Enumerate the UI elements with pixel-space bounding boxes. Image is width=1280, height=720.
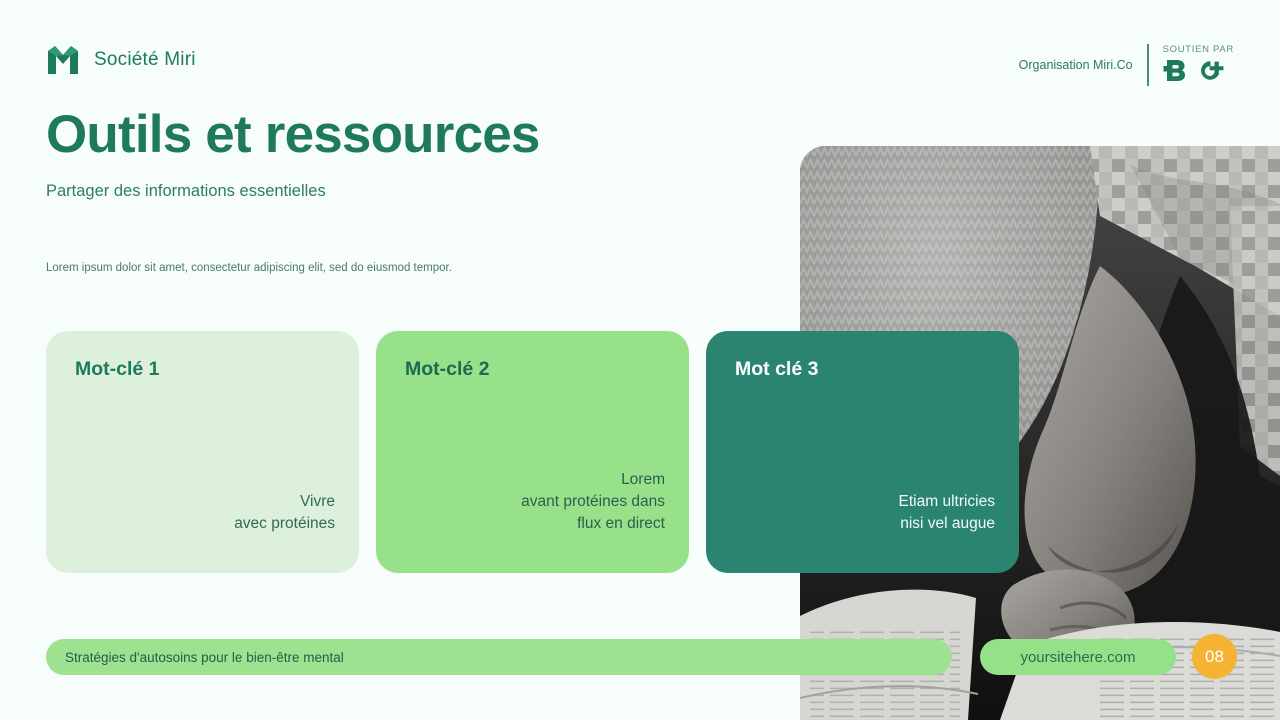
brand: Société Miri: [46, 44, 196, 76]
b-mark-logo: [1163, 60, 1185, 81]
c-plus-mark-logo: [1200, 61, 1223, 80]
card-title: Mot-clé 1: [75, 358, 160, 380]
page-number-badge: 08: [1192, 634, 1237, 679]
website-pill[interactable]: yoursitehere.com: [980, 639, 1176, 675]
card-title: Mot clé 3: [735, 358, 819, 380]
keyword-cards: Mot-clé 1 Vivre avec protéines Mot-clé 2…: [46, 331, 1019, 573]
footer-caption-pill: Stratégies d'autosoins pour le bien-être…: [46, 639, 952, 675]
page-title: Outils et ressources: [46, 105, 540, 164]
website-url: yoursitehere.com: [1020, 648, 1136, 666]
card-body: Etiam ultricies nisi vel augue: [898, 493, 995, 532]
card-title: Mot-clé 2: [405, 358, 490, 380]
page-subtitle: Partager des informations essentielles: [46, 182, 326, 200]
page-number: 08: [1205, 646, 1224, 666]
brand-name: Société Miri: [94, 49, 196, 70]
card-keyword-1[interactable]: Mot-clé 1 Vivre avec protéines: [46, 331, 359, 573]
organization-name: Organisation Miri.Co: [1018, 58, 1133, 72]
body-copy: Lorem ipsum dolor sit amet, consectetur …: [46, 262, 452, 274]
footer-caption: Stratégies d'autosoins pour le bien-être…: [65, 649, 344, 665]
card-keyword-3[interactable]: Mot clé 3 Etiam ultricies nisi vel augue: [706, 331, 1019, 573]
card-body: Vivre avec protéines: [234, 493, 335, 532]
card-keyword-2[interactable]: Mot-clé 2 Lorem avant protéines dans flu…: [376, 331, 689, 573]
supporter-label: SOUTIEN PAR: [1162, 44, 1234, 55]
supporter-group: SOUTIEN PAR: [1163, 44, 1234, 83]
card-body: Lorem avant protéines dans flux en direc…: [521, 471, 665, 532]
divider: [1146, 44, 1149, 86]
m-monogram-logo: [48, 46, 78, 74]
supporter-logos: [1163, 57, 1234, 83]
organization-block: Organisation Miri.Co SOUTIEN PAR: [1019, 44, 1234, 86]
